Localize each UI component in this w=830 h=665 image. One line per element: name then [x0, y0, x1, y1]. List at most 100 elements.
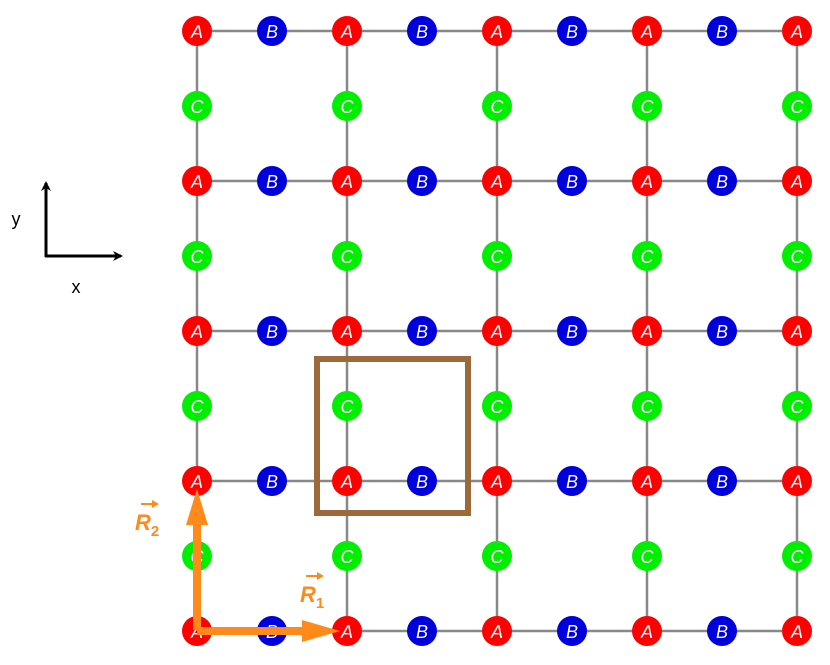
site-a-circle	[482, 16, 512, 46]
site-b-circle	[557, 16, 587, 46]
site-b: B	[407, 166, 437, 196]
r1-subscript: 1	[316, 595, 324, 612]
site-a-circle	[482, 166, 512, 196]
site-c-label: C	[191, 247, 205, 267]
site-c-label: C	[641, 247, 655, 267]
site-b: B	[557, 16, 587, 46]
site-c-label: C	[641, 397, 655, 417]
site-a: A	[482, 16, 512, 46]
site-a-label: A	[490, 172, 503, 192]
site-c-label: C	[491, 397, 505, 417]
site-c-label: C	[791, 397, 805, 417]
site-a-label: A	[190, 472, 203, 492]
site-b: B	[407, 16, 437, 46]
site-c-label: C	[191, 397, 205, 417]
site-a-circle	[632, 16, 662, 46]
site-a-label: A	[490, 22, 503, 42]
site-b: B	[557, 466, 587, 496]
site-b-circle	[707, 616, 737, 646]
site-b-circle	[407, 166, 437, 196]
site-a: A	[182, 466, 212, 496]
coordinate-axes: y x	[12, 181, 123, 297]
site-a: A	[782, 16, 812, 46]
site-c-circle	[632, 541, 662, 571]
site-b-circle	[707, 16, 737, 46]
unit-cell-box	[314, 356, 471, 516]
site-a: A	[482, 616, 512, 646]
r2-subscript: 2	[151, 523, 159, 540]
site-a-circle	[632, 466, 662, 496]
site-c-circle	[332, 541, 362, 571]
r1-symbol: R	[300, 582, 316, 607]
site-b: B	[707, 616, 737, 646]
svg-text:R1: R1	[300, 582, 324, 612]
site-a-circle	[182, 466, 212, 496]
site-c-circle	[782, 91, 812, 121]
y-axis-label: y	[12, 209, 21, 229]
site-b: B	[257, 466, 287, 496]
site-a: A	[332, 166, 362, 196]
site-b-circle	[407, 316, 437, 346]
site-c-circle	[182, 91, 212, 121]
site-a-label: A	[190, 22, 203, 42]
site-a-label: A	[190, 322, 203, 342]
site-a-circle	[332, 16, 362, 46]
site-a: A	[332, 616, 362, 646]
site-b-circle	[707, 466, 737, 496]
site-b-circle	[257, 466, 287, 496]
site-b-label: B	[566, 472, 578, 492]
site-b-circle	[707, 316, 737, 346]
site-a: A	[182, 166, 212, 196]
site-c-label: C	[491, 97, 505, 117]
site-a-circle	[182, 166, 212, 196]
site-c-label: C	[491, 247, 505, 267]
site-a: A	[782, 616, 812, 646]
site-a-label: A	[640, 322, 653, 342]
site-c: C	[482, 241, 512, 271]
site-b-circle	[407, 466, 437, 496]
site-a: A	[482, 316, 512, 346]
site-b: B	[407, 316, 437, 346]
site-c: C	[332, 91, 362, 121]
site-b-circle	[407, 616, 437, 646]
site-b-circle	[707, 166, 737, 196]
site-b: B	[557, 166, 587, 196]
site-c: C	[632, 91, 662, 121]
site-a: A	[632, 466, 662, 496]
site-c: C	[482, 91, 512, 121]
site-c-label: C	[341, 97, 355, 117]
site-c-label: C	[791, 97, 805, 117]
site-a-label: A	[790, 622, 803, 642]
site-b-label: B	[416, 472, 428, 492]
site-b-label: B	[716, 472, 728, 492]
site-a-circle	[332, 166, 362, 196]
site-b: B	[407, 466, 437, 496]
lattice-sites: ABABABABACCCCCABABABABACCCCCABABABABACCC…	[182, 16, 812, 646]
site-a-circle	[782, 16, 812, 46]
site-b-label: B	[716, 172, 728, 192]
site-a-label: A	[490, 472, 503, 492]
site-a-circle	[332, 316, 362, 346]
site-c: C	[632, 541, 662, 571]
site-a-circle	[632, 616, 662, 646]
site-b-label: B	[266, 22, 278, 42]
site-a: A	[482, 466, 512, 496]
site-c-circle	[782, 541, 812, 571]
site-a-label: A	[340, 322, 353, 342]
site-b-label: B	[566, 322, 578, 342]
site-c-circle	[482, 541, 512, 571]
site-a-label: A	[640, 172, 653, 192]
site-a-label: A	[490, 622, 503, 642]
site-a-circle	[482, 616, 512, 646]
site-b: B	[707, 166, 737, 196]
site-b-label: B	[716, 22, 728, 42]
site-a-circle	[782, 616, 812, 646]
site-b-label: B	[716, 622, 728, 642]
r2-vector-label: R2	[135, 500, 159, 540]
site-b: B	[707, 316, 737, 346]
site-a-circle	[482, 466, 512, 496]
site-a-label: A	[640, 22, 653, 42]
r1-arrow-accent-head	[317, 572, 324, 580]
site-b-circle	[257, 166, 287, 196]
